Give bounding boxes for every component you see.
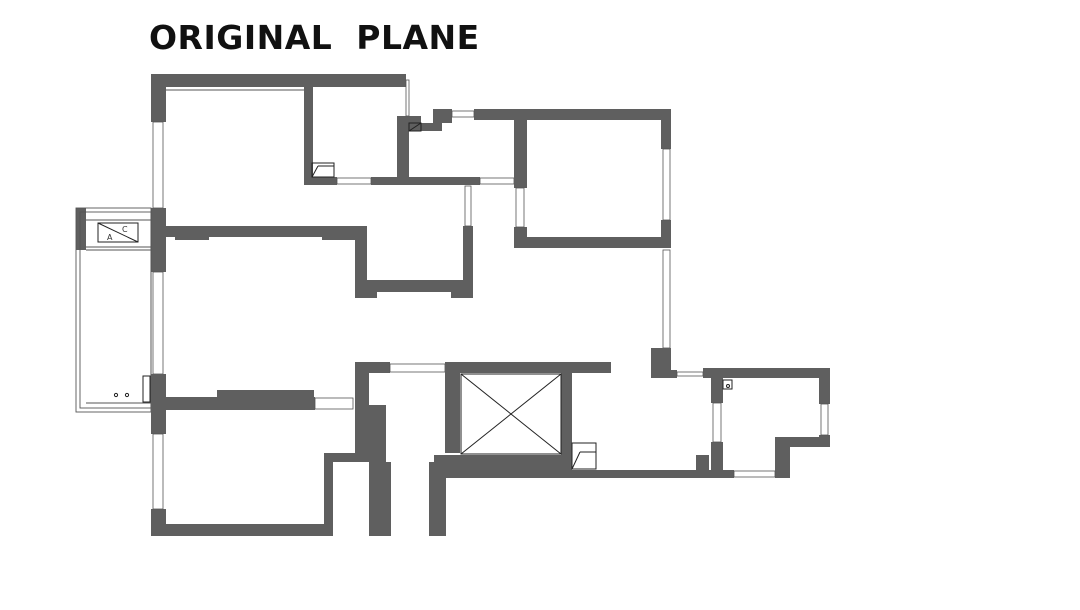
fixture-top	[311, 162, 335, 178]
ac-unit: A C	[97, 222, 139, 243]
door-opening-top-2	[479, 177, 515, 185]
window-middle	[464, 185, 472, 227]
fixture-top-2	[408, 122, 422, 132]
fixture-box	[142, 375, 151, 403]
door-lower-left	[314, 397, 354, 410]
window-right-bedroom	[662, 148, 671, 221]
elevator-shaft	[460, 373, 562, 455]
svg-text:C: C	[122, 225, 128, 234]
right-bedroom-walls	[514, 109, 671, 248]
window-small-room	[676, 371, 704, 377]
plan-title: ORIGINAL PLANE	[149, 18, 480, 57]
door-right-bedroom	[515, 187, 525, 228]
door-opening-top	[336, 177, 372, 185]
balcony	[75, 207, 152, 413]
window-top-right	[405, 79, 410, 117]
middle-walls	[151, 208, 473, 298]
window-small-bottom	[733, 470, 776, 478]
drain-icon	[124, 392, 130, 398]
window-left-mid	[152, 271, 164, 375]
window-left-bottom	[152, 433, 164, 510]
window-top-mid	[451, 110, 475, 118]
duct-icon	[571, 442, 597, 470]
window-right-corridor	[662, 249, 671, 349]
pipe-icon	[726, 384, 730, 388]
svg-text:A: A	[107, 233, 113, 242]
window-small-right	[820, 403, 829, 436]
door-small-room	[712, 402, 722, 443]
window-lower-mid	[389, 363, 446, 373]
fixture-small	[722, 379, 733, 390]
lower-left-walls	[151, 362, 391, 536]
drain-icon	[113, 392, 119, 398]
window-left-top	[152, 121, 164, 209]
core-walls	[429, 362, 733, 536]
right-small-walls	[651, 348, 830, 478]
